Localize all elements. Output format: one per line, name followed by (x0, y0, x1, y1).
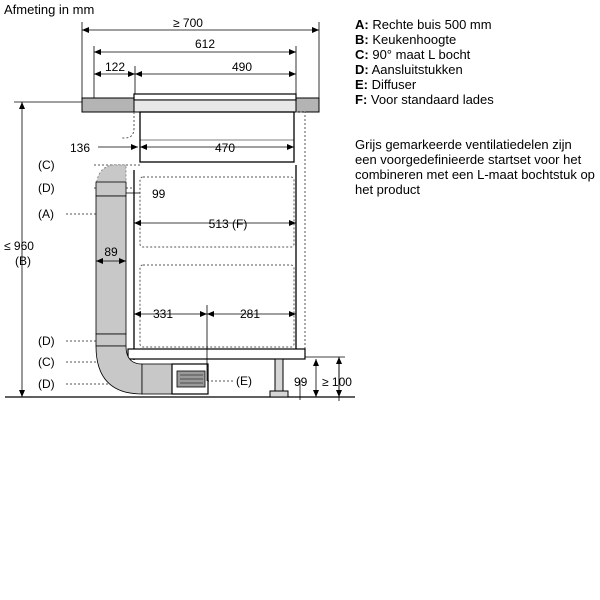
legend: A: Rechte buis 500 mm B: Keukenhoogte C:… (355, 17, 494, 107)
dim-duct-89: 89 (104, 245, 118, 259)
dim-plinth-99: 99 (294, 375, 308, 389)
ventilation-note: Grijs gemarkeerde ventilatiedelen zijn e… (355, 137, 595, 197)
dim-right-281: 281 (240, 307, 260, 321)
duct-straight-pipe (95, 195, 127, 335)
duct-lower-connector (95, 333, 127, 347)
dim-width-612: 612 (195, 37, 215, 51)
dim-drawer-513-value: 513 ( (209, 217, 236, 231)
dim-drawer-513-close: ) (243, 217, 247, 231)
callout-a: (A) (38, 207, 54, 221)
legend-key: E: (355, 77, 368, 92)
legend-item-f: F: Voor standaard lades (355, 92, 494, 107)
dim-total-width: ≥ 700 (173, 16, 203, 30)
legend-key: D: (355, 62, 369, 77)
dim-height-key: (B) (15, 254, 31, 268)
legend-text: Diffuser (371, 77, 417, 92)
legend-item-c: C: 90° maat L bocht (355, 47, 494, 62)
duct-bottom-connector (141, 363, 173, 395)
callout-c-bottom: (C) (38, 355, 55, 369)
callout-c-top: (C) (38, 158, 55, 172)
dimension-lines (19, 27, 342, 397)
cooktop-glass (133, 93, 297, 101)
dim-offset-122: 122 (105, 60, 125, 74)
dim-height-key-close: ) (27, 254, 31, 268)
dim-width-490: 490 (232, 60, 252, 74)
cabinet-foot (269, 358, 289, 398)
dim-drawer-513: 513 (F) (209, 217, 248, 231)
dim-height-key-letter: B (19, 254, 27, 268)
legend-item-a: A: Rechte buis 500 mm (355, 17, 494, 32)
dim-height-960: ≤ 960 (4, 239, 34, 253)
dim-height-key-open: ( (15, 254, 19, 268)
dim-inner-470: 470 (215, 141, 235, 155)
legend-item-d: D: Aansluitstukken (355, 62, 494, 77)
legend-item-e: E: Diffuser (355, 77, 494, 92)
dim-offset-136: 136 (70, 141, 90, 155)
callout-d-mid: (D) (38, 334, 55, 348)
legend-key: A: (355, 17, 369, 32)
legend-text: Keukenhoogte (372, 32, 457, 47)
dim-depth-99: 99 (152, 187, 166, 201)
diffuser-unit (171, 363, 209, 395)
callout-e: (E) (236, 374, 252, 388)
cooktop-frame (133, 99, 297, 113)
worktop-left (81, 97, 135, 113)
dim-left-331: 331 (153, 307, 173, 321)
legend-text: Rechte buis 500 mm (372, 17, 492, 32)
legend-key: F: (355, 92, 368, 107)
worktop-right (295, 97, 320, 113)
legend-key: C: (355, 47, 369, 62)
cabinet-bottom (127, 348, 306, 360)
legend-item-b: B: Keukenhoogte (355, 32, 494, 47)
legend-key: B: (355, 32, 369, 47)
dim-plinth-100: ≥ 100 (322, 375, 352, 389)
duct-top-connector (95, 181, 127, 197)
cooktop-body (139, 111, 295, 163)
extension-lines (14, 22, 345, 401)
legend-text: Voor standaard lades (370, 92, 494, 107)
dim-drawer-513-key: F (236, 217, 243, 231)
legend-text: 90° maat L bocht (372, 47, 471, 62)
units-label: Afmeting in mm (4, 2, 95, 17)
callout-d-bottom: (D) (38, 377, 55, 391)
legend-text: Aansluitstukken (371, 62, 463, 77)
callout-d-top: (D) (38, 181, 55, 195)
